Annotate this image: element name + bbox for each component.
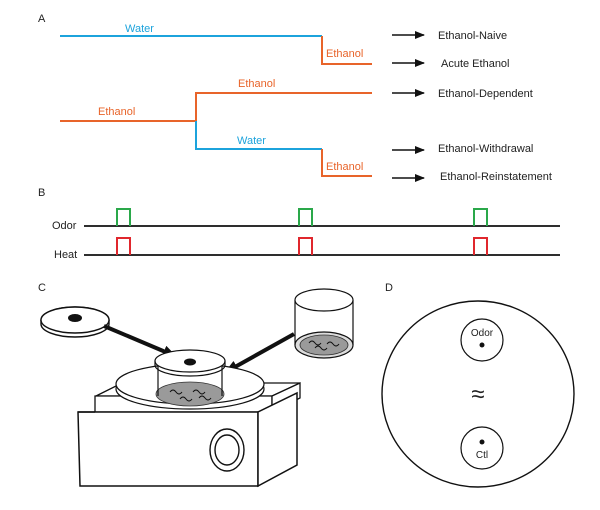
panel-d: D Odor ≈ Ctl	[381, 282, 575, 488]
heat-pulse	[473, 237, 488, 255]
top-ethanol-label: Ethanol	[326, 48, 363, 60]
odor-well-dot	[479, 342, 485, 348]
panel-d-letter: D	[385, 282, 393, 294]
panel-b-letter: B	[38, 187, 45, 199]
liquid-symbol: ≈	[471, 381, 484, 408]
lower-ethanol-branch	[321, 149, 372, 177]
lower-water-label: Water	[237, 135, 266, 147]
odor-well-label: Odor	[471, 328, 494, 339]
odor-pulse	[116, 208, 131, 226]
panel-b: B Odor Heat	[38, 187, 560, 261]
top-ethanol-line	[321, 36, 372, 65]
control-well	[460, 426, 504, 470]
outcome-label: Ethanol-Dependent	[438, 88, 533, 100]
panel-c: C	[38, 282, 354, 488]
panel-a-letter: A	[38, 13, 46, 25]
panel-a: A Water Ethanol Ethanol Ethanol Water Et…	[38, 13, 552, 183]
arena	[381, 300, 575, 488]
lower-water-branch	[195, 121, 322, 150]
liquid-cup	[294, 288, 354, 359]
upper-ethanol-branch	[195, 92, 372, 121]
upper-ethanol-label: Ethanol	[238, 78, 275, 90]
assembled-stack	[115, 349, 265, 410]
heat-pulse	[298, 237, 313, 255]
control-well-label: Ctl	[476, 450, 488, 461]
odor-row-label: Odor	[52, 220, 77, 232]
control-well-dot	[479, 439, 485, 445]
top-water-label: Water	[125, 23, 154, 35]
odor-well	[460, 318, 504, 362]
outcome-label: Ethanol-Reinstatement	[440, 171, 552, 183]
petri-dish-lid	[40, 306, 110, 338]
outcome-label: Ethanol-Withdrawal	[438, 143, 533, 155]
outcome-label: Ethanol-Naive	[438, 30, 507, 42]
odor-pulse	[473, 208, 488, 226]
panel-c-letter: C	[38, 282, 46, 294]
lower-ethanol-label: Ethanol	[326, 161, 363, 173]
odor-pulse	[298, 208, 313, 226]
heat-row-label: Heat	[54, 249, 77, 261]
left-ethanol-label: Ethanol	[98, 106, 135, 118]
arrow-dish-to-stack	[103, 324, 177, 358]
outcome-label: Acute Ethanol	[441, 58, 510, 70]
arrow-cup-to-stack	[224, 332, 295, 374]
heat-pulse	[116, 237, 131, 255]
